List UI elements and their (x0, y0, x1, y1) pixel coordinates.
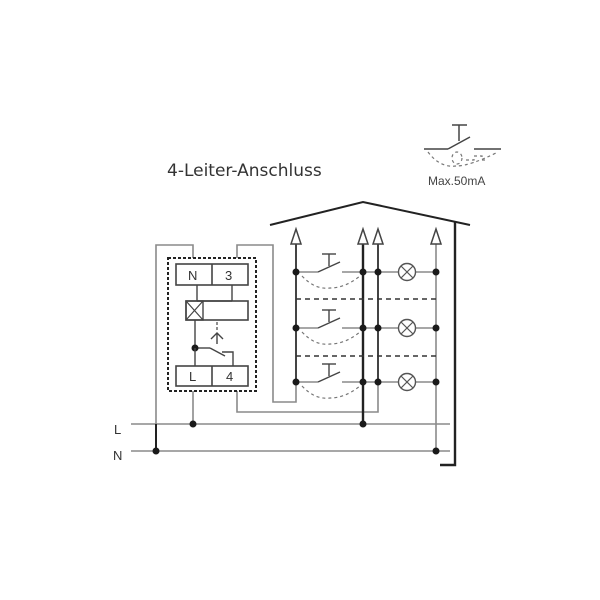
bus-lines (131, 420, 450, 455)
relay-contact (191, 322, 234, 366)
up-arrow-icon (371, 226, 385, 245)
terminal-block-bottom: L 4 (175, 365, 249, 387)
bus-label-n: N (113, 448, 122, 463)
diagram-title: 4-Leiter-Anschluss (167, 161, 322, 181)
bus-label-l: L (114, 422, 121, 437)
house-outline (269, 200, 471, 467)
terminal-4: 4 (226, 369, 233, 384)
relay-enclosure (167, 257, 257, 392)
relay-coil (185, 285, 249, 348)
terminal-l: L (189, 369, 196, 384)
terminal-n: N (188, 268, 197, 283)
legend-max-current: Max.50mA (428, 174, 485, 188)
circuit-row-2 (292, 309, 440, 345)
up-arrow-icon (356, 226, 370, 245)
circuit-row-3 (292, 363, 440, 399)
up-arrow-icon (289, 226, 303, 245)
circuit-row-1 (292, 253, 440, 289)
up-arrow-icon (429, 226, 443, 245)
terminal-3: 3 (225, 268, 232, 283)
terminal-block-top: N 3 (175, 263, 249, 286)
pushbutton-legend-icon (424, 124, 501, 167)
